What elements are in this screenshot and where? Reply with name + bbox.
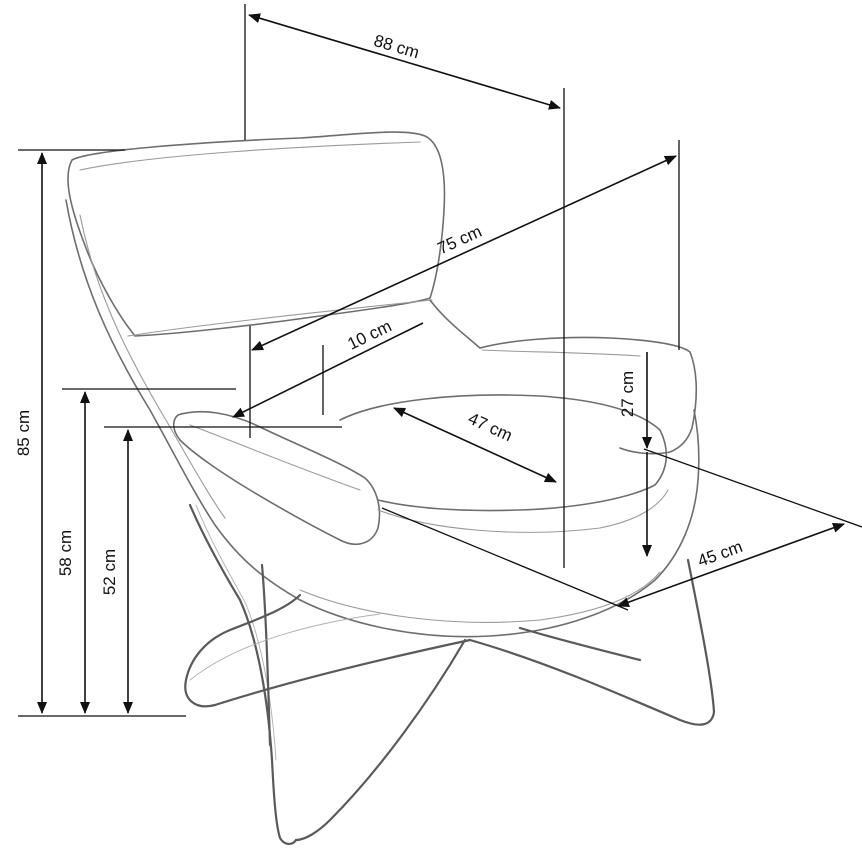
dim-45-line [617, 523, 845, 607]
label-armrest-floor-height: 58 cm [56, 530, 75, 576]
left-leg-inner [195, 504, 277, 761]
ext-45-left [381, 507, 629, 611]
backrest-top-fold [79, 141, 421, 171]
back-leg-strut [184, 593, 302, 708]
left-leg-strut [260, 563, 272, 747]
seat-lower-edge [299, 571, 661, 623]
dim-10-line [232, 322, 424, 418]
front-base-loop [213, 638, 472, 707]
label-backrest-thickness: 10 cm [345, 316, 395, 353]
dimension-lines [18, 4, 862, 717]
dim-75-line [251, 155, 677, 351]
label-total-height: 85 cm [14, 410, 33, 456]
right-armrest-fold [481, 349, 641, 357]
ext-27-mid [643, 448, 862, 528]
dim-47-line [393, 407, 557, 483]
right-leg-back [518, 626, 642, 662]
dim-88-line [248, 13, 561, 110]
base-cross-right [468, 558, 716, 726]
armchair-sketch [65, 131, 716, 845]
right-armrest [429, 299, 698, 455]
shell-outer [65, 199, 700, 638]
seat-front-edge [377, 489, 669, 533]
shell-inner [79, 214, 226, 519]
left-leg [188, 503, 298, 845]
base-cross [294, 638, 467, 842]
base-loop-back [189, 613, 381, 681]
label-overall-width: 88 cm [372, 31, 422, 62]
seat-cushion [339, 394, 668, 512]
label-seat-height: 52 cm [100, 549, 119, 595]
left-armrest-seam [189, 424, 361, 491]
label-seat-depth: 47 cm [465, 409, 515, 445]
label-armrest-height: 27 cm [618, 371, 637, 417]
left-armrest [172, 410, 381, 545]
label-seat-width: 45 cm [695, 537, 745, 571]
